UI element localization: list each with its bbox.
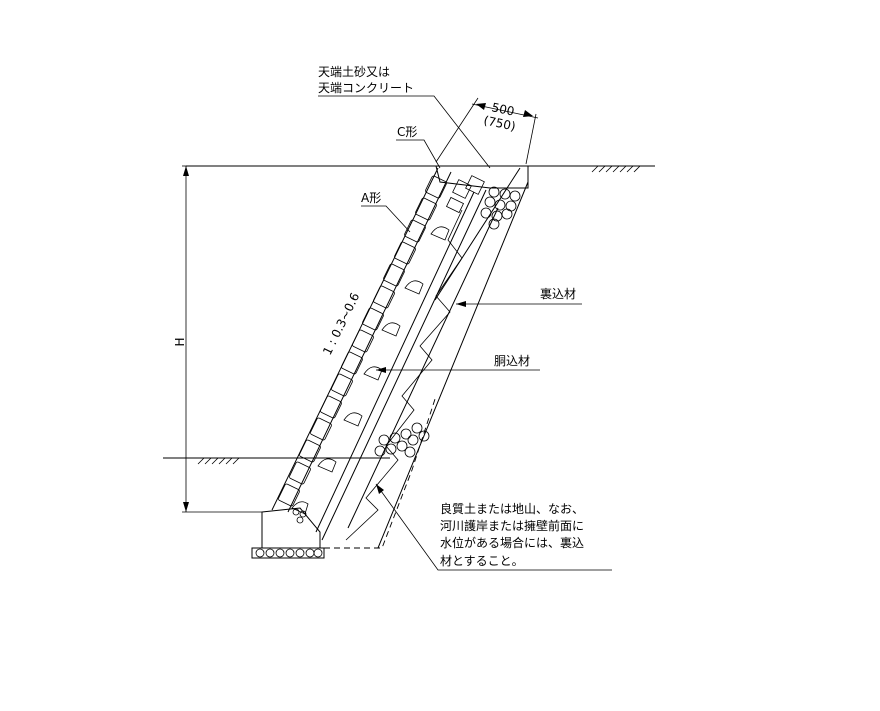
infill-arches: [291, 226, 450, 515]
width-dimension-alt-label: (750): [482, 113, 516, 133]
excavation-dashed-line: [324, 395, 437, 549]
height-label: H: [173, 337, 187, 346]
height-dimension: [182, 165, 262, 513]
infill-label: 胴込材: [494, 354, 530, 368]
note-line-2: 河川護岸または擁壁前面に: [440, 518, 584, 533]
note-line-3: 水位がある場合には、裏込: [440, 535, 584, 550]
note-line-1: 良質土または地山、なお、: [440, 501, 584, 516]
width-dimension-label: 500: [490, 100, 515, 118]
front-ground-line: [163, 457, 390, 465]
crown-leader-line: [318, 95, 491, 169]
c-type-leader-line: [396, 139, 441, 169]
crown-label-line2: 天端コンクリート: [318, 81, 414, 95]
wall-outline: [271, 167, 529, 549]
a-type-label: A形: [361, 191, 381, 205]
block-units: [278, 175, 485, 507]
inner-zigzag: [345, 209, 463, 541]
foundation: [251, 507, 325, 559]
a-type-leader-line: [361, 205, 411, 233]
top-ground-line: [186, 165, 655, 173]
gravel-lower: [374, 422, 430, 458]
note-line-4: 材とすること。: [440, 554, 524, 568]
crown-cap: [435, 165, 529, 189]
note-leader-line: [375, 483, 612, 571]
gravel-upper: [480, 186, 521, 230]
width-dimension: [435, 97, 539, 165]
c-type-label: C形: [397, 125, 417, 139]
crown-label-line1: 天端土砂又は: [318, 65, 390, 79]
backfill-label: 裏込材: [540, 286, 576, 301]
